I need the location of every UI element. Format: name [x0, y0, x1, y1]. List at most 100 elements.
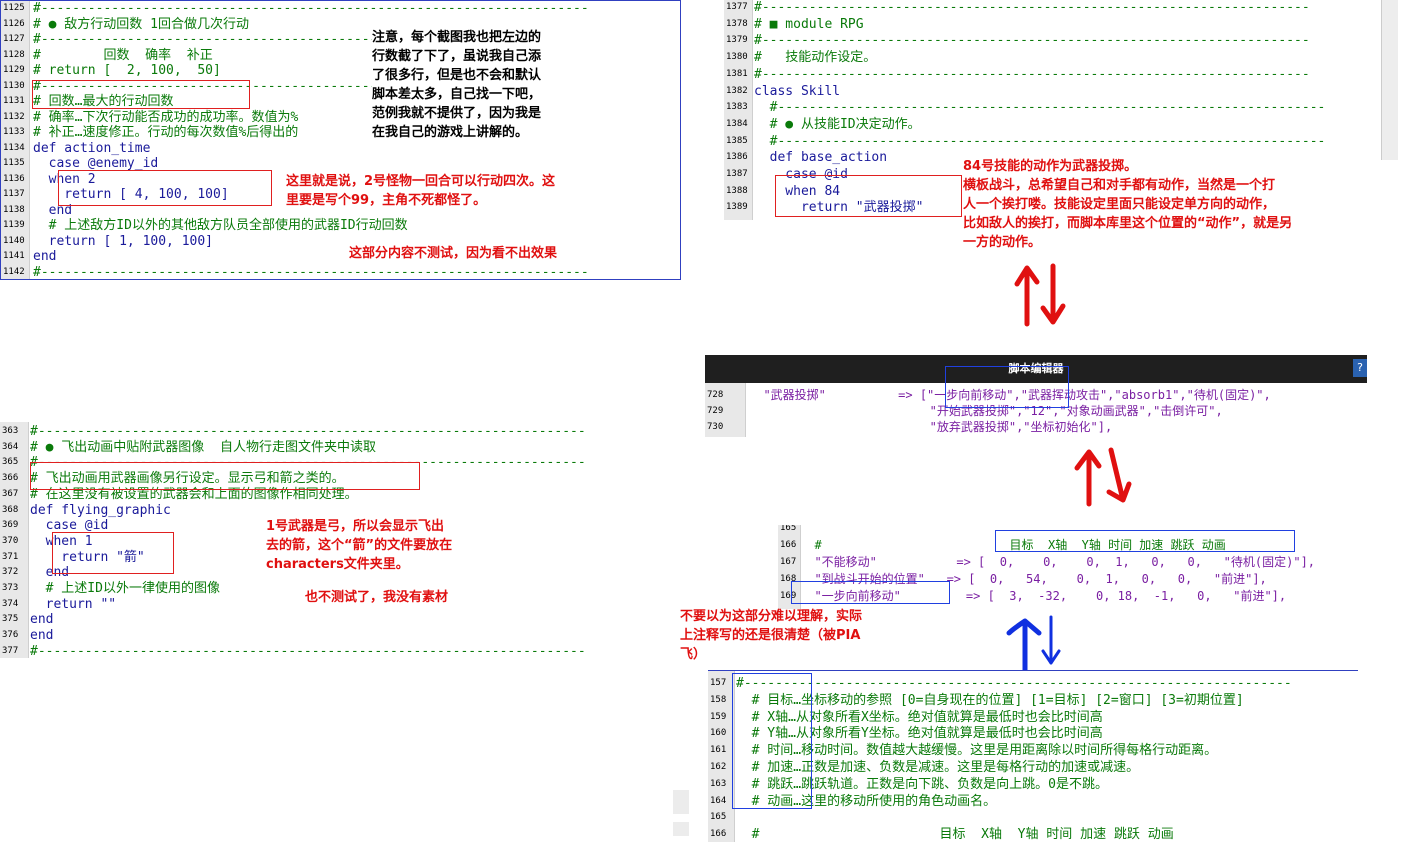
- line-number-gutter: [1, 1, 30, 279]
- code-line: 1379#-----------------------------------…: [724, 32, 1398, 49]
- code-line: 363#------------------------------------…: [0, 423, 640, 440]
- code-text: # Y轴…从对象所看Y坐标。绝对值就算是最低时也会比时间高: [736, 726, 1103, 742]
- line-number: 1382: [726, 85, 748, 96]
- code-line: 1378# ■ module RPG: [724, 16, 1398, 33]
- line-number: 165: [780, 525, 797, 533]
- line-number: 1133: [3, 127, 25, 137]
- line-number: 157: [710, 678, 727, 688]
- code-panel-skill: 1377 #-----------------------------------…: [724, 0, 1398, 220]
- line-number: 161: [710, 745, 727, 756]
- highlight-box-step-forward-row: [791, 581, 950, 604]
- code-line: 730 "放弃武器投掷","坐标初始化"],: [705, 419, 1367, 436]
- line-number: 160: [710, 728, 727, 739]
- line-number: 1138: [3, 204, 25, 215]
- code-text: "不能移动" => [ 0, 0, 0, 1, 0, 0, "待机(固定)"],: [800, 555, 1316, 569]
- code-text: class Skill: [754, 83, 841, 99]
- line-number: 370: [2, 535, 19, 546]
- line-number: 1131: [3, 96, 25, 106]
- line-number: 168: [780, 574, 797, 584]
- code-line: 157 #------------------------------------…: [708, 675, 1358, 692]
- code-text: #---------------------------------------…: [33, 1, 589, 16]
- note-not-tested: 这部分内容不测试，因为看不出效果: [349, 246, 558, 261]
- code-line: 370 when 1: [0, 533, 640, 550]
- code-text: def base_action: [754, 150, 888, 166]
- code-line: 1128# 回数 确率 补正: [1, 47, 680, 64]
- code-line: 159 # X轴…从对象所看X坐标。绝对值就算是最低时也会比时间高: [708, 709, 1358, 726]
- code-line: 728 "武器投掷" => ["一步向前移动","武器挥动攻击","absorb…: [705, 387, 1367, 404]
- code-line: 1387 case @id: [724, 166, 1398, 183]
- line-number: 163: [710, 778, 727, 789]
- line-number: 372: [2, 567, 19, 578]
- line-number-gutter: [0, 422, 29, 658]
- code-text: #---------------------------------------…: [754, 66, 1310, 82]
- code-text: "一步向前移动" => [ 3, -32, 0, 18, -1, 0, "前进"…: [800, 589, 1287, 603]
- code-line: 369 case @id: [0, 517, 640, 534]
- highlight-box-column-header: [995, 530, 1295, 552]
- code-text: # 跳跃…跳跃轨道。正数是向下跳、负数是向上跳。0是不跳。: [736, 776, 1108, 792]
- code-text: # 补正…速度修正。行动的每次数值%后得出的: [33, 125, 299, 140]
- code-text: #---------------------------------------…: [736, 676, 1292, 691]
- line-number: 1127: [3, 34, 25, 44]
- line-number: 1388: [726, 185, 748, 196]
- line-number: 167: [780, 557, 797, 567]
- code-line: 377#------------------------------------…: [0, 643, 640, 658]
- code-text: # 技能动作设定。: [754, 50, 877, 66]
- code-line: 1377 #-----------------------------------…: [724, 0, 1398, 16]
- code-text: #---------------------------------------…: [754, 0, 1310, 15]
- code-line: 1132# 确率…下次行动能否成功的成功率。数值为%: [1, 109, 680, 126]
- line-number: 367: [2, 488, 19, 499]
- code-text: # 动画…这里的移动所使用的角色动画名。: [736, 793, 997, 809]
- line-number: 1142: [3, 266, 25, 277]
- code-line: 364# ● 飞出动画中贴附武器图像 自人物行走图文件夹中读取: [0, 439, 640, 456]
- code-text: return "武器投掷": [754, 200, 924, 216]
- code-text: # 目标…坐标移动的参照 [0=自身现在的位置] [1=目标] [2=窗口] […: [736, 692, 1244, 708]
- highlight-box-rounds: [32, 80, 250, 109]
- line-number: 166: [780, 540, 797, 550]
- code-line: 371 return "箭": [0, 549, 640, 566]
- code-text: #---------------------------------------…: [754, 133, 1326, 149]
- decorative-mark: [673, 790, 689, 814]
- line-number: 1130: [3, 80, 25, 91]
- code-text: # 目标 X轴 Y轴 时间 加速 跳跃 动画: [736, 827, 1174, 842]
- note-skill-action: 84号技能的动作为武器投掷。 横板战斗，总希望自己和对手都有动作，当然是一个打 …: [963, 159, 1293, 250]
- code-text: "放弃武器投掷","坐标初始化"],: [749, 420, 1113, 434]
- code-line: 167 "不能移动" => [ 0, 0, 0, 1, 0, 0, "待机(固定…: [778, 554, 1378, 571]
- code-line: 1386 def base_action: [724, 149, 1398, 166]
- code-line: 168 "到战斗开始的位置" => [ 0, 54, 0, 1, 0, 0, "…: [778, 571, 1378, 588]
- code-line: 1125#-----------------------------------…: [1, 1, 680, 17]
- code-text: # 回数 确率 补正: [33, 47, 213, 63]
- note-no-material: 也不测试了，我没有素材: [305, 590, 449, 605]
- line-number-gutter: [778, 525, 801, 609]
- code-text: end: [33, 202, 73, 218]
- code-line: 1139 # 上述敌方ID以外的其他敌方队员全部使用的武器ID行动回数: [1, 217, 680, 234]
- code-line: 374 return "": [0, 596, 640, 613]
- code-line: 1385 #----------------------------------…: [724, 133, 1398, 150]
- line-number: 368: [2, 504, 19, 515]
- code-text: # 回数…最大的行动回数: [33, 94, 174, 109]
- line-number: 164: [710, 795, 727, 806]
- code-text: # X轴…从对象所看X坐标。绝对值就算是最低时也会比时间高: [736, 709, 1103, 725]
- code-line: 1133 # 补正…速度修正。行动的每次数值%后得出的: [1, 124, 680, 141]
- line-number: 728: [707, 390, 724, 400]
- line-number: 1132: [3, 111, 25, 122]
- code-line: 1135 case @enemy_id: [1, 155, 680, 172]
- code-text: # 飞出动画用武器画像另行设定。显示弓和箭之类的。: [30, 471, 345, 487]
- line-number: 1136: [3, 173, 25, 184]
- code-text: # 加速…正数是加速、负数是减速。这里是每格行动的加速或减速。: [736, 760, 1140, 775]
- code-text: # 目标 X轴 Y轴 时间 加速 跳跃 动画: [800, 538, 1226, 552]
- code-text: # 时间…移动时间。数值越大越缓慢。这里是用距离除以时间所得每格行动距离。: [736, 743, 1218, 759]
- code-text: return "箭": [30, 549, 145, 565]
- code-text: when 1: [30, 533, 93, 549]
- code-text: when 84: [754, 183, 841, 199]
- line-number: 1385: [726, 135, 748, 146]
- help-button[interactable]: ?: [1353, 359, 1367, 377]
- line-number: 1379: [726, 35, 748, 46]
- scrollbar[interactable]: [1381, 0, 1398, 160]
- code-text: # 在这里没有被设置的武器会和上面的图像作相同处理。: [30, 486, 358, 502]
- line-number: 1377: [726, 2, 748, 12]
